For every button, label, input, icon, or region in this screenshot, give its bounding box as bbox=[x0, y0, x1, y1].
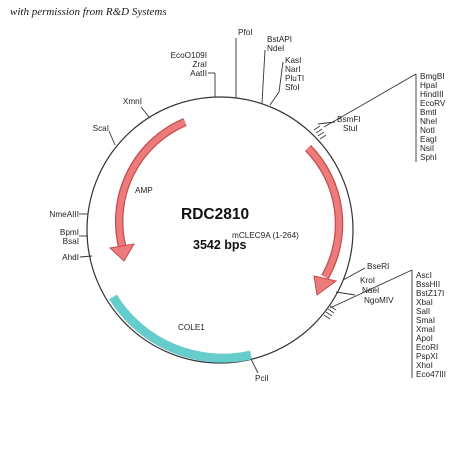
site-label: EcoRV bbox=[420, 99, 446, 108]
site-label: NarI bbox=[285, 65, 300, 74]
plasmid-size: 3542 bps bbox=[193, 238, 247, 252]
site-label: BstZ17I bbox=[416, 289, 444, 298]
site-label: KasI bbox=[285, 56, 301, 65]
site-label: BseRI bbox=[367, 262, 389, 271]
site-label: XmaI bbox=[416, 325, 435, 334]
site-label: HindIII bbox=[420, 90, 444, 99]
site-leader-lines bbox=[79, 38, 417, 378]
site-label: EcoO109I bbox=[171, 51, 207, 60]
cole1-origin-arc bbox=[109, 294, 252, 363]
site-label: PfoI bbox=[238, 28, 253, 37]
site-label: NdeI bbox=[267, 44, 284, 53]
cole1-feature-label: COLE1 bbox=[178, 323, 205, 332]
site-group-bseri: BseRI bbox=[367, 262, 389, 271]
site-group-bstapi: BstAPI NdeI bbox=[267, 35, 292, 53]
plasmid-name: RDC2810 bbox=[181, 206, 249, 223]
site-label: StuI bbox=[343, 124, 358, 133]
site-label: KroI bbox=[360, 276, 375, 285]
site-label: AscI bbox=[416, 271, 432, 280]
insert-arrow-body bbox=[305, 145, 343, 279]
site-label: EagI bbox=[420, 135, 437, 144]
site-label: SalI bbox=[416, 307, 430, 316]
site-label: BstAPI bbox=[267, 35, 292, 44]
insert-arrow-head bbox=[313, 275, 338, 296]
site-group-bpmi: BpmI BsaI bbox=[60, 228, 79, 246]
site-group-nmeaiii: NmeAIII bbox=[49, 210, 79, 219]
site-label: SmaI bbox=[416, 316, 435, 325]
site-label: XbaI bbox=[416, 298, 433, 307]
site-group-pcii: PciI bbox=[255, 374, 269, 383]
site-label: AhdI bbox=[62, 253, 79, 262]
site-label: SfoI bbox=[285, 83, 300, 92]
site-group-kroi: KroI NaeI NgoMIV bbox=[360, 276, 394, 305]
plasmid-backbone bbox=[86, 96, 354, 364]
insert-feature-label: mCLEC9A (1-264) bbox=[232, 231, 299, 240]
site-label: BpmI bbox=[60, 228, 79, 237]
site-label: BsmFI bbox=[337, 115, 361, 124]
site-group-mcs1: BmgBI HpaI HindIII EcoRV BmtI NheI NotI … bbox=[420, 72, 446, 162]
site-group-pfoi: PfoI bbox=[238, 28, 253, 37]
site-group-mcs2: AscI BssHII BstZ17I XbaI SalI SmaI XmaI … bbox=[416, 271, 446, 379]
amp-feature-label: AMP bbox=[135, 186, 153, 195]
amp-arrow-head bbox=[108, 243, 135, 262]
mcs-tick-clusters bbox=[313, 125, 337, 320]
site-label: NsiI bbox=[420, 144, 434, 153]
amp-arrow-body bbox=[116, 119, 187, 247]
site-label: XhoI bbox=[416, 361, 433, 370]
site-label: NheI bbox=[420, 117, 437, 126]
site-label: BsaI bbox=[63, 237, 79, 246]
site-label: AatII bbox=[190, 69, 207, 78]
site-label: PciI bbox=[255, 374, 269, 383]
site-group-kasi: KasI NarI PluTI SfoI bbox=[285, 56, 304, 92]
site-label: EcoRI bbox=[416, 343, 438, 352]
permission-credit: with permission from R&D Systems bbox=[10, 6, 167, 18]
site-group-ahdi: AhdI bbox=[62, 253, 79, 262]
site-label: NotI bbox=[420, 126, 435, 135]
site-label: PspXI bbox=[416, 352, 438, 361]
site-label: NaeI bbox=[362, 286, 379, 295]
site-label: XmnI bbox=[123, 97, 142, 106]
site-label: ScaI bbox=[93, 124, 109, 133]
site-group-xmni: XmnI bbox=[123, 97, 142, 106]
site-label: NmeAIII bbox=[49, 210, 79, 219]
site-label: BssHII bbox=[416, 280, 440, 289]
site-label: NgoMIV bbox=[364, 296, 394, 305]
site-label: HpaI bbox=[420, 81, 437, 90]
site-label: ApoI bbox=[416, 334, 433, 343]
site-label: BmgBI bbox=[420, 72, 445, 81]
site-label: ZraI bbox=[192, 60, 207, 69]
site-label: BmtI bbox=[420, 108, 437, 117]
site-group-bsmfi: BsmFI StuI bbox=[337, 115, 361, 133]
site-group-scai: ScaI bbox=[93, 124, 109, 133]
site-group-ecoo109i: EcoO109I ZraI AatII bbox=[171, 51, 207, 78]
site-label: PluTI bbox=[285, 74, 304, 83]
site-label: Eco47III bbox=[416, 370, 446, 379]
site-label: SphI bbox=[420, 153, 437, 162]
